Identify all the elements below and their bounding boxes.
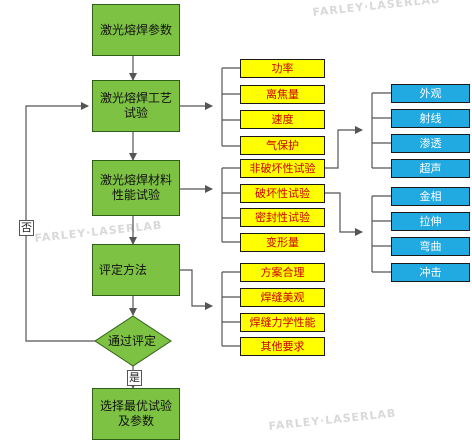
evaluation-criterion-label: 焊缝美观 bbox=[260, 290, 305, 304]
destructive-test-label: 金相 bbox=[419, 189, 442, 203]
flow-step-label: 激光熔焊参数 bbox=[99, 22, 172, 37]
evaluation-criterion-box: 其他要求 bbox=[240, 337, 325, 356]
material-test-box: 破坏性试验 bbox=[240, 184, 325, 203]
nondestructive-test-label: 超声 bbox=[419, 161, 442, 175]
decision-diamond bbox=[94, 315, 172, 367]
flow-step-select-optimal: 选择最优试验及参数 bbox=[92, 388, 180, 440]
process-param-label: 速度 bbox=[271, 112, 294, 126]
arrow-to-nondestructive-tests bbox=[325, 126, 363, 169]
nondestructive-test-box: 外观 bbox=[391, 84, 470, 103]
arrow-no-loop bbox=[25, 102, 96, 342]
destructive-test-label: 冲击 bbox=[419, 265, 442, 279]
nondestructive-test-label: 渗透 bbox=[419, 136, 442, 150]
process-param-box: 功率 bbox=[240, 59, 325, 78]
flow-step-material-test: 激光熔焊材料性能试验 bbox=[92, 160, 180, 216]
destructive-test-box: 冲击 bbox=[391, 263, 470, 282]
process-param-box: 离焦量 bbox=[240, 85, 325, 104]
edge-label-no: 否 bbox=[19, 220, 34, 236]
material-test-label: 破坏性试验 bbox=[255, 186, 310, 200]
material-test-label: 密封性试验 bbox=[255, 210, 310, 224]
evaluation-criterion-label: 其他要求 bbox=[260, 339, 305, 353]
evaluation-criterion-box: 焊缝美观 bbox=[240, 288, 325, 307]
process-param-label: 气保护 bbox=[266, 138, 299, 152]
nondestructive-test-label: 外观 bbox=[419, 86, 442, 100]
flow-step-welding-params: 激光熔焊参数 bbox=[92, 4, 180, 56]
destructive-test-box: 金相 bbox=[391, 187, 470, 206]
flow-step-label: 激光熔焊工艺试验 bbox=[99, 91, 172, 120]
nondestructive-test-box: 超声 bbox=[391, 159, 470, 178]
material-test-box: 变形量 bbox=[240, 233, 325, 252]
nondestructive-test-box: 渗透 bbox=[391, 134, 470, 153]
process-param-box: 气保护 bbox=[240, 136, 325, 155]
destructive-test-label: 拉伸 bbox=[419, 214, 442, 228]
arrow-to-destructive-tests bbox=[325, 192, 363, 236]
material-test-box: 非破坏性试验 bbox=[240, 159, 325, 178]
nondestructive-test-label: 射线 bbox=[419, 111, 442, 125]
evaluation-criterion-label: 方案合理 bbox=[260, 265, 305, 279]
edge-label-yes: 是 bbox=[127, 370, 142, 386]
decision-label: 通过评定 bbox=[107, 333, 156, 348]
flow-step-label: 选择最优试验及参数 bbox=[99, 399, 172, 428]
arrow-to-evaluation-criteria bbox=[180, 269, 213, 310]
material-test-label: 变形量 bbox=[266, 235, 299, 249]
material-test-label: 非破坏性试验 bbox=[249, 161, 316, 175]
flow-step-label: 激光熔焊材料性能试验 bbox=[99, 173, 172, 202]
process-param-label: 离焦量 bbox=[266, 87, 299, 101]
flow-step-process-test: 激光熔焊工艺试验 bbox=[92, 80, 180, 132]
process-param-box: 速度 bbox=[240, 110, 325, 129]
evaluation-criterion-box: 焊缝力学性能 bbox=[240, 313, 325, 332]
destructive-test-label: 弯曲 bbox=[419, 239, 442, 253]
material-test-box: 密封性试验 bbox=[240, 208, 325, 227]
nondestructive-test-box: 射线 bbox=[391, 109, 470, 128]
evaluation-criterion-box: 方案合理 bbox=[240, 263, 325, 282]
evaluation-criterion-label: 焊缝力学性能 bbox=[249, 315, 316, 329]
flow-step-evaluation-method: 评定方法 bbox=[92, 244, 180, 296]
destructive-test-box: 拉伸 bbox=[391, 212, 470, 231]
flow-step-label: 评定方法 bbox=[99, 262, 148, 277]
process-param-label: 功率 bbox=[271, 61, 294, 75]
destructive-test-box: 弯曲 bbox=[391, 237, 470, 256]
